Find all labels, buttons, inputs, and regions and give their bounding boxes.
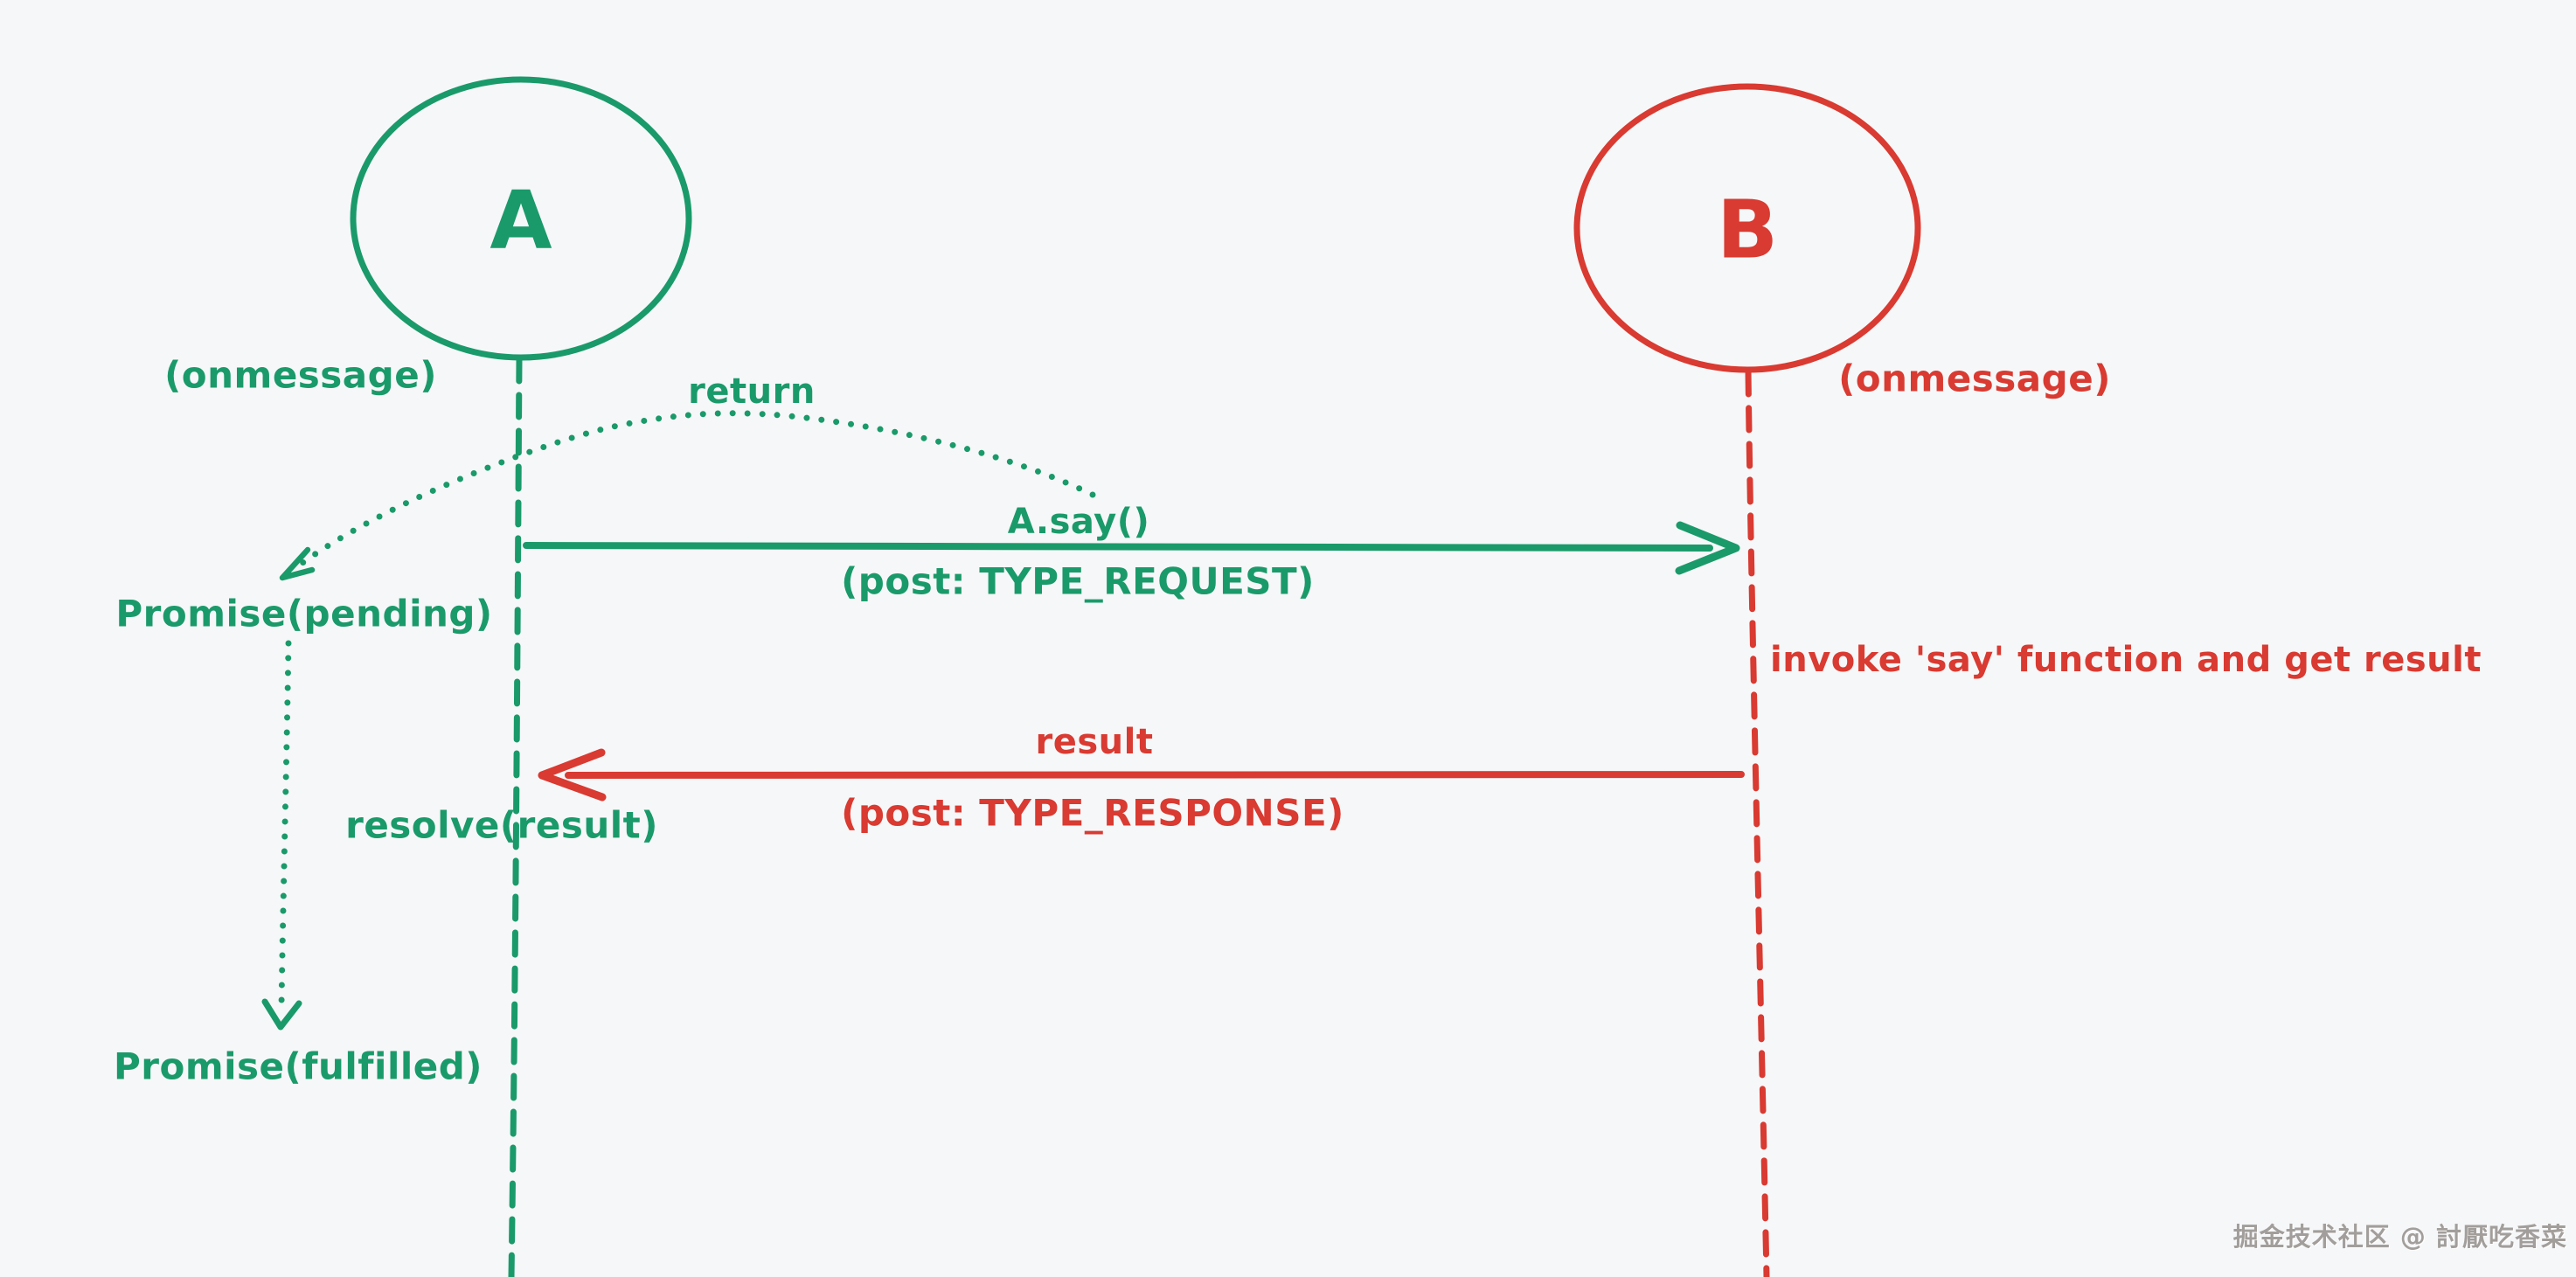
resolve-note: resolve(result) [345,803,658,847]
request-detail-label: (post: TYPE_REQUEST) [841,559,1315,603]
response-label: result [1035,722,1154,762]
promise-transition-arrowhead [261,998,302,1031]
response-arrow [565,771,1745,779]
actor-b-lifeline [1745,369,1770,1277]
invoke-note: invoke 'say' function and get result [1770,640,2482,680]
actor-a-lifeline [508,356,523,1277]
actor-b-onmessage-label: (onmessage) [1838,357,2111,400]
request-label: A.say() [1007,502,1150,542]
actor-a-label: A [490,173,552,267]
request-arrowhead [1675,521,1740,575]
return-curve-arrowhead [279,546,316,581]
request-arrow [523,542,1713,552]
response-arrowhead [538,748,607,802]
response-detail-label: (post: TYPE_RESPONSE) [841,791,1344,835]
actor-a-onmessage-label: (onmessage) [164,353,437,397]
return-curve [288,410,1096,574]
watermark: 掘金技术社区 @ 討厭吃香菜 [2232,1222,2567,1252]
promise-transition-line [278,640,292,1009]
actor-b-label: B [1716,183,1779,277]
promise-pending-label: Promise(pending) [115,592,493,635]
promise-fulfilled-label: Promise(fulfilled) [114,1045,483,1088]
return-label: return [688,371,816,412]
